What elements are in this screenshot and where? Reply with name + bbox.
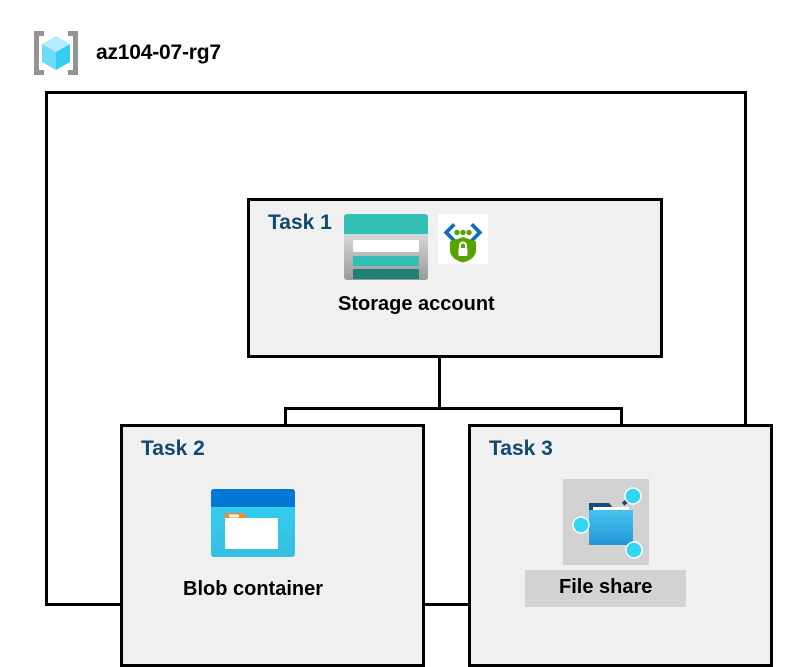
node-storage-account[interactable]: Storage account [338,214,495,316]
blob-container-icon [209,487,297,564]
private-endpoint-shield-icon [438,214,489,269]
node-file-share[interactable]: File share [525,479,687,607]
blob-container-caption: Blob container [183,578,324,600]
file-share-caption: File share [525,570,687,607]
resource-group-header: az104-07-rg7 [30,28,221,78]
task-3-label: Task 3 [489,437,553,460]
storage-account-icon [344,214,429,285]
resource-group-boundary: Task 1 [45,91,773,667]
connector-storage-to-bus [438,326,441,407]
resource-group-icon [30,28,82,78]
task-1-label: Task 1 [268,211,332,234]
file-share-icon [562,479,649,570]
connector-branch-bus [284,407,623,410]
task-2-label: Task 2 [141,437,205,460]
node-blob-container[interactable]: Blob container [183,487,323,601]
resource-group-title: az104-07-rg7 [96,41,221,64]
storage-account-caption: Storage account [338,293,495,315]
